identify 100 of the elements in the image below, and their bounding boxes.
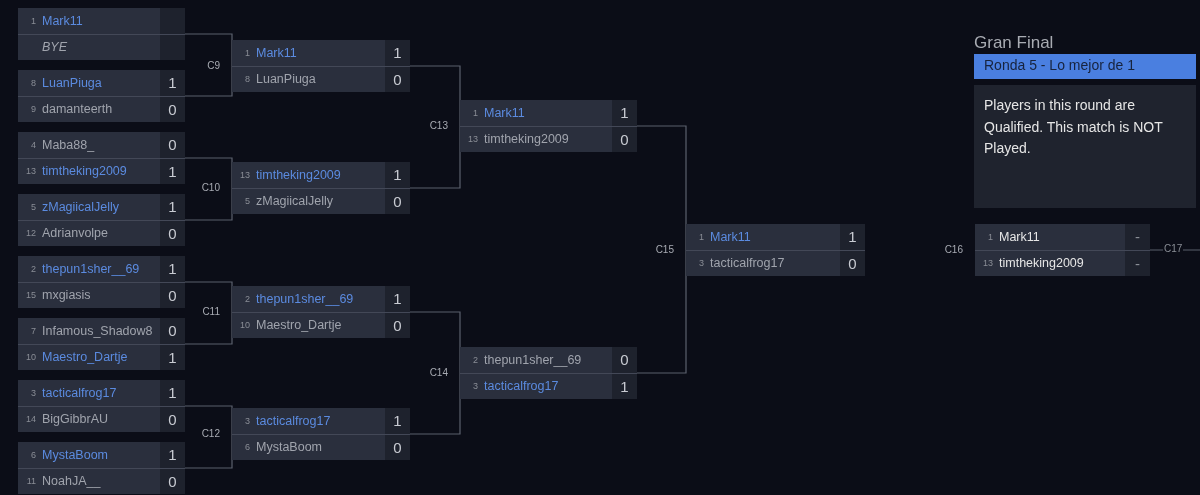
- match-box: [232, 286, 410, 338]
- player-name: Adrianvolpe: [42, 226, 108, 241]
- seed-number: 4: [30, 139, 36, 150]
- score: 1: [168, 198, 177, 216]
- seed-number: 15: [25, 290, 36, 301]
- player-name: MystaBoom: [256, 440, 322, 455]
- seed-number: 6: [244, 442, 250, 453]
- player-name: thepun1sher__69: [42, 261, 140, 276]
- player-name: tacticalfrog17: [484, 379, 559, 394]
- match-box: [18, 318, 185, 370]
- seed-number: 3: [698, 258, 704, 269]
- player-name: mxgiasis: [42, 288, 91, 303]
- player-name: tacticalfrog17: [256, 413, 331, 428]
- round-banner: Ronda 5 - Lo mejor de 1: [974, 54, 1196, 79]
- info-text: Players in this round are Qualified. This match is NOT Played.: [974, 85, 1196, 208]
- seed-number: 8: [30, 77, 36, 88]
- seed-number: 2: [244, 293, 250, 304]
- match-box: [18, 8, 185, 60]
- score: -: [1135, 228, 1140, 246]
- match-box: [232, 408, 410, 460]
- match-box: [460, 100, 637, 152]
- score: 0: [393, 70, 402, 88]
- seed-number: 1: [472, 107, 478, 118]
- match-code: C13: [429, 120, 448, 131]
- score: 0: [393, 438, 402, 456]
- seed-number: 3: [244, 415, 250, 426]
- match-code: C16: [944, 244, 963, 255]
- score: 1: [168, 446, 177, 464]
- player-name: Mark11: [710, 229, 751, 244]
- player-name: Mark11: [484, 105, 525, 120]
- seed-number: 5: [30, 201, 36, 212]
- seed-number: 13: [982, 258, 993, 269]
- score: 1: [168, 260, 177, 278]
- seed-number: 8: [244, 74, 250, 85]
- score: 1: [393, 412, 402, 430]
- score: 0: [393, 192, 402, 210]
- score: 0: [848, 254, 857, 272]
- seed-number: 7: [30, 325, 36, 336]
- score: 1: [848, 228, 857, 246]
- player-name: timtheking2009: [256, 167, 341, 182]
- score: 0: [168, 410, 177, 428]
- match-box: [18, 132, 185, 184]
- score: 0: [168, 322, 177, 340]
- player-name: zMagiicalJelly: [256, 194, 334, 209]
- score: -: [1135, 254, 1140, 272]
- score: 0: [620, 351, 629, 369]
- player-name: tacticalfrog17: [42, 385, 117, 400]
- player-name: Mark11: [999, 229, 1040, 244]
- match-code: C14: [429, 367, 448, 378]
- player-name: LuanPiuga: [256, 72, 316, 87]
- score: 1: [168, 384, 177, 402]
- player-name: Maestro_Dartje: [42, 350, 128, 365]
- bye-label: BYE: [42, 40, 67, 55]
- match-code: C12: [201, 428, 220, 439]
- player-name: Mark11: [256, 45, 297, 60]
- seed-number: 10: [239, 320, 250, 331]
- player-name: Maestro_Dartje: [256, 318, 342, 333]
- score: 1: [168, 74, 177, 92]
- player-name: NoahJA__: [42, 474, 101, 489]
- seed-number: 1: [987, 231, 993, 242]
- match-box: [18, 380, 185, 432]
- match-code: C9: [207, 60, 220, 71]
- score: 1: [393, 44, 402, 62]
- player-name: thepun1sher__69: [256, 291, 354, 306]
- seed-number: 1: [244, 47, 250, 58]
- player-name: LuanPiuga: [42, 75, 102, 90]
- score: 1: [620, 377, 629, 395]
- seed-number: 2: [30, 263, 36, 274]
- panel-heading: Gran Final: [974, 33, 1054, 53]
- seed-number: 9: [30, 104, 36, 115]
- match-code: C10: [201, 182, 220, 193]
- player-name: tacticalfrog17: [710, 256, 785, 271]
- player-name: timtheking2009: [484, 132, 569, 147]
- seed-number: 12: [25, 228, 36, 239]
- score: 0: [168, 136, 177, 154]
- seed-number: 6: [30, 449, 36, 460]
- seed-number: 14: [25, 414, 36, 425]
- score: 0: [393, 316, 402, 334]
- seed-number: 3: [30, 387, 36, 398]
- match-box: [18, 256, 185, 308]
- match-box: [686, 224, 865, 276]
- seed-number: 2: [472, 354, 478, 365]
- edge-label: C17: [1163, 243, 1184, 254]
- match-code: C15: [655, 244, 674, 255]
- score: 0: [168, 224, 177, 242]
- seed-number: 5: [244, 196, 250, 207]
- player-name: damanteerth: [42, 102, 113, 117]
- match-box: [460, 347, 637, 399]
- player-name: Infamous_Shadow8: [42, 323, 153, 338]
- player-name: BigGibbrAU: [42, 412, 108, 427]
- seed-number: 10: [25, 352, 36, 363]
- score: 1: [620, 104, 629, 122]
- score: 0: [168, 100, 177, 118]
- seed-number: 1: [698, 231, 704, 242]
- score: 1: [168, 348, 177, 366]
- score: 1: [393, 166, 402, 184]
- score: 0: [168, 286, 177, 304]
- seed-number: 11: [25, 476, 36, 487]
- score: 0: [620, 130, 629, 148]
- player-name: Maba88_: [42, 137, 95, 152]
